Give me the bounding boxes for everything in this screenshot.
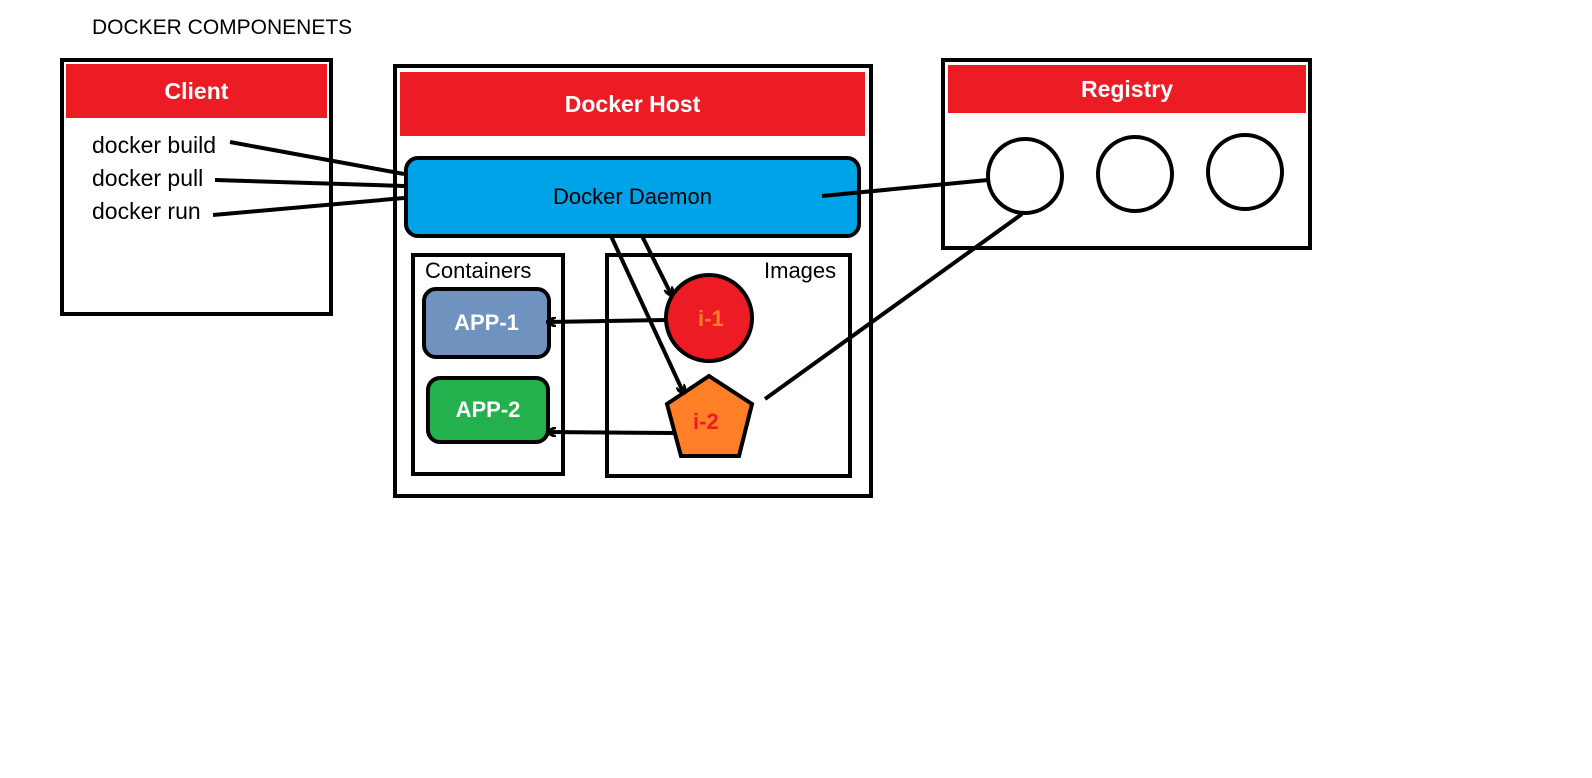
command-docker-pull: docker pull [92,165,204,191]
daemon-registry-connector [821,178,989,198]
registry-header: Registry [948,65,1306,113]
client-box: Client [60,58,333,316]
image-i-1-label: i-1 [698,306,724,331]
command-docker-build: docker build [92,132,217,158]
daemon-to-i-1-arrow [640,235,672,296]
image-i-2-label: i-2 [693,409,719,434]
image-i-1-shape [664,273,754,363]
containers-label: Containers [425,258,532,283]
app-2-container: APP-2 [426,376,550,444]
registry-to-i-2-connector [763,212,1024,401]
images-label: Images [764,258,837,283]
client-header: Client [66,64,327,118]
daemon-to-i-2-arrow [609,235,684,394]
registry-image-slot-2 [1096,135,1174,213]
diagram-title: DOCKER COMPONENETS [92,16,353,39]
build-connector [229,140,405,176]
image-i-2-shape [664,373,755,458]
registry-image-slot-1 [986,137,1064,215]
docker-daemon: Docker Daemon [404,156,861,238]
i-2-to-app-2-arrow [547,432,675,433]
i-1-to-app-1-arrow [547,320,667,322]
pull-connector [214,178,405,188]
docker-host-header: Docker Host [400,72,865,136]
run-connector [212,196,405,217]
command-docker-run: docker run [92,198,201,224]
registry-image-slot-3 [1206,133,1284,211]
